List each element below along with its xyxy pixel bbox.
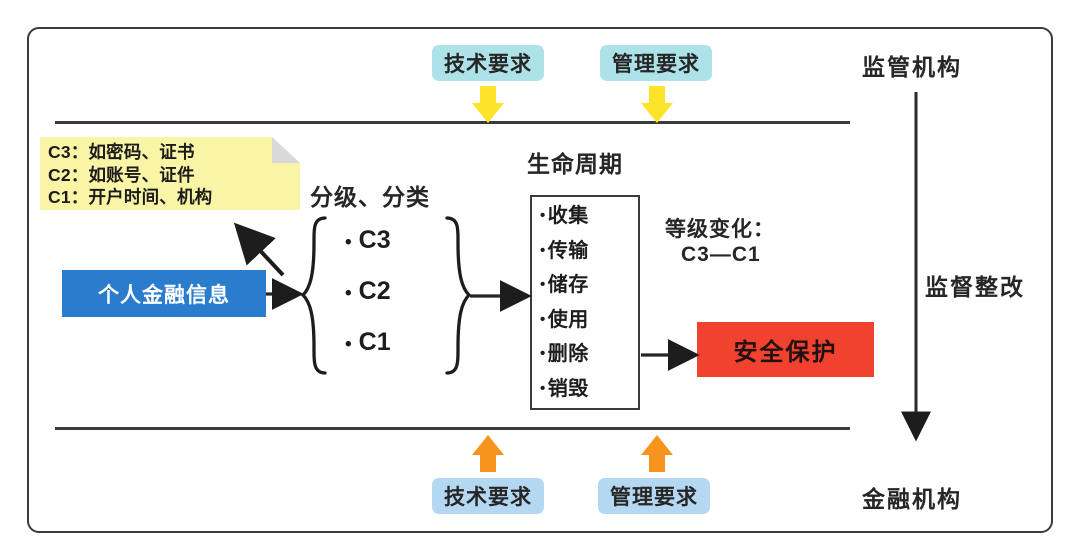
level-change-label: 等级变化：: [665, 218, 775, 241]
classification-examples-note: C3：如密码、证书 C2：如账号、证件 C1：开户时间、机构: [40, 137, 300, 210]
bullet-icon: •: [540, 241, 546, 259]
financial-institution-title: 金融机构: [862, 486, 962, 512]
lifecycle-item: •收集: [532, 199, 638, 234]
class-level-item: • C2: [345, 267, 435, 318]
bullet-icon: •: [345, 334, 352, 355]
badge-technical-requirement-top[interactable]: 技术要求: [432, 45, 544, 81]
regulator-title: 监管机构: [862, 54, 962, 80]
bullet-icon: •: [540, 310, 546, 328]
lifecycle-item-label: 储存: [547, 274, 589, 296]
class-level-label: C2: [358, 277, 391, 305]
lifecycle-item-label: 收集: [547, 205, 589, 227]
bullet-icon: •: [540, 276, 546, 293]
arrow-down-technical-icon: [472, 86, 504, 126]
lifecycle-item-label: 使用: [547, 308, 589, 331]
class-level-label: C3: [358, 226, 391, 254]
lifecycle-item: •销毁: [532, 372, 638, 407]
lifecycle-item: •删除: [532, 337, 638, 372]
lifecycle-item: •使用: [532, 303, 638, 338]
note-line-c3: C3：如密码、证书: [48, 142, 195, 162]
level-change-value: C3—C1: [681, 243, 761, 266]
class-level-label: C1: [358, 328, 391, 356]
security-protection-box[interactable]: 安全保护: [697, 322, 874, 377]
bullet-icon: •: [540, 207, 546, 224]
bullet-icon: •: [345, 232, 352, 253]
note-line-c2: C2：如账号、证件: [48, 164, 195, 185]
lifecycle-item: •储存: [532, 268, 638, 303]
supervise-rectify-label: 监督整改: [925, 274, 1025, 300]
bullet-icon: •: [540, 345, 546, 362]
bullet-icon: •: [345, 283, 352, 304]
bullet-icon: •: [540, 379, 546, 397]
note-line-c1: C1：开户时间、机构: [48, 187, 213, 207]
lifecycle-item-label: 传输: [547, 239, 589, 262]
arrow-up-technical-icon: [472, 432, 504, 472]
personal-financial-info-box[interactable]: 个人金融信息: [62, 270, 266, 317]
lifecycle-stage-box: •收集 •传输 •储存 •使用 •删除 •销毁: [530, 195, 640, 410]
lifecycle-item-label: 删除: [547, 343, 589, 365]
divider-line-top: [55, 121, 850, 124]
classification-title: 分级、分类: [310, 184, 430, 210]
badge-management-requirement-bottom[interactable]: 管理要求: [598, 478, 710, 514]
arrow-down-management-icon: [641, 86, 673, 126]
class-level-item: • C3: [345, 216, 435, 267]
class-level-item: • C1: [345, 318, 435, 369]
badge-technical-requirement-bottom[interactable]: 技术要求: [432, 478, 544, 514]
lifecycle-item: •传输: [532, 234, 638, 269]
divider-line-bottom: [55, 427, 850, 430]
badge-management-requirement-top[interactable]: 管理要求: [600, 45, 712, 81]
classification-level-list: • C3 • C2 • C1: [345, 216, 435, 369]
lifecycle-item-label: 销毁: [547, 377, 589, 400]
arrow-up-management-icon: [641, 432, 673, 472]
lifecycle-title: 生命周期: [527, 151, 623, 177]
